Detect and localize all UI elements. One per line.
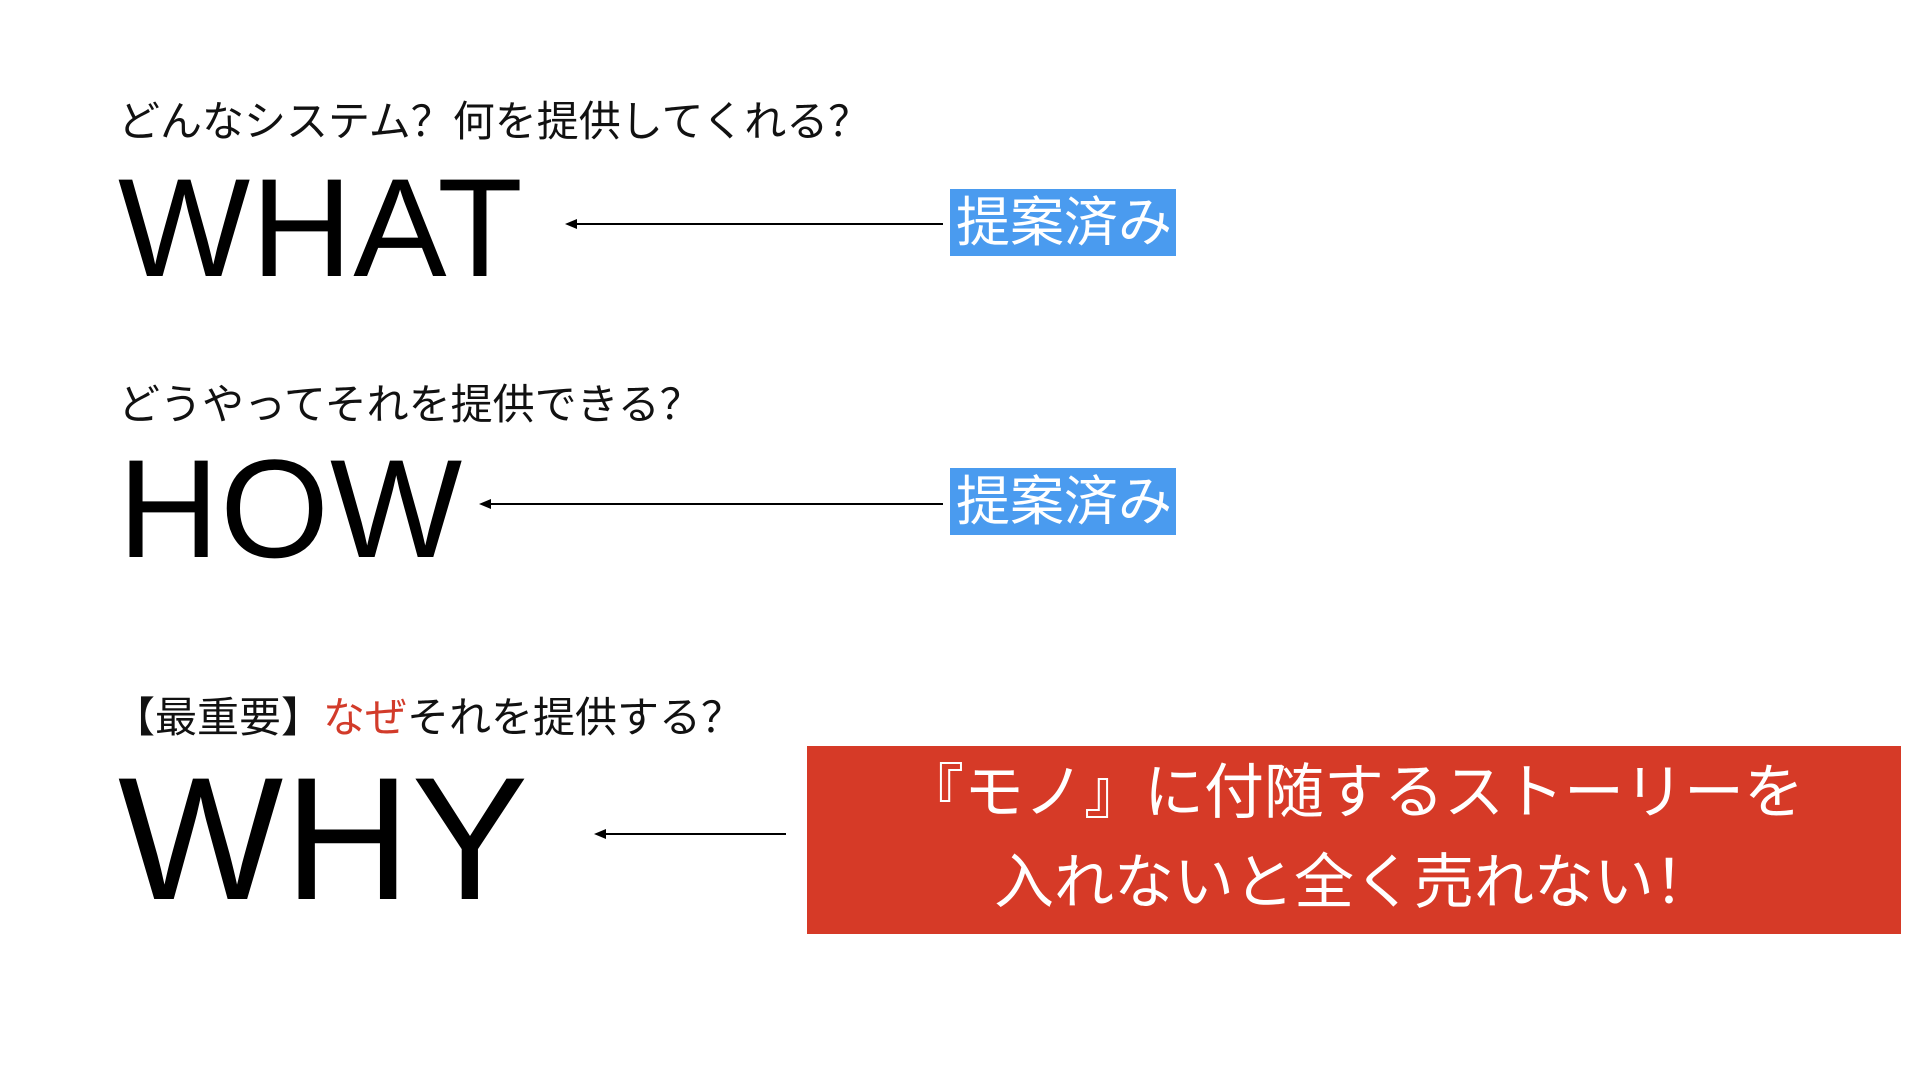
how-heading: HOW [118,430,464,587]
why-question: 【最重要】なぜそれを提供する？ [113,697,743,739]
left-arrow-icon [565,214,945,234]
why-question-highlight: なぜ [323,693,408,742]
what-status-badge: 提案済み [950,189,1176,256]
why-callout: 『モノ』に付随するストーリーを 入れないと全く売れない！ [807,746,1901,934]
why-question-prefix: 【最重要】 [113,693,324,742]
callout-line-1: 『モノ』に付随するストーリーを [904,758,1804,828]
callout-line-2: 入れないと全く売れない！ [994,848,1714,918]
left-arrow-icon [594,824,788,844]
how-question: どうやってそれを提供できる？ [118,380,702,429]
what-heading: WHAT [118,149,524,306]
why-heading: WHY [118,742,530,937]
how-status-badge: 提案済み [950,468,1176,535]
why-question-suffix: それを提供する？ [407,693,744,742]
what-question: どんなシステム？何を提供してくれる？ [118,97,871,146]
left-arrow-icon [479,494,945,514]
